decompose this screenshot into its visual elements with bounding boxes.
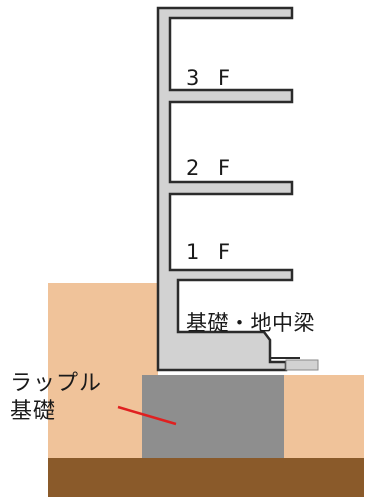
floor-label-1f: 1 F bbox=[186, 240, 237, 264]
soil-upper-right bbox=[282, 375, 364, 458]
raft-leader-line bbox=[117, 405, 177, 426]
soil-upper-left bbox=[48, 283, 158, 458]
foundation-beam-label: 基礎・地中梁 bbox=[186, 311, 315, 335]
floor-label-3f: 3 F bbox=[186, 66, 237, 90]
floor-label-2f: 2 F bbox=[186, 156, 237, 180]
building-section bbox=[156, 6, 294, 372]
foundation-beam-stub bbox=[285, 359, 319, 371]
raft-foundation-block bbox=[142, 375, 284, 458]
raft-foundation-label-line2: 基礎 bbox=[10, 399, 57, 424]
soil-ground-layer bbox=[48, 458, 364, 497]
raft-foundation-label-line1: ラップル bbox=[10, 371, 103, 396]
